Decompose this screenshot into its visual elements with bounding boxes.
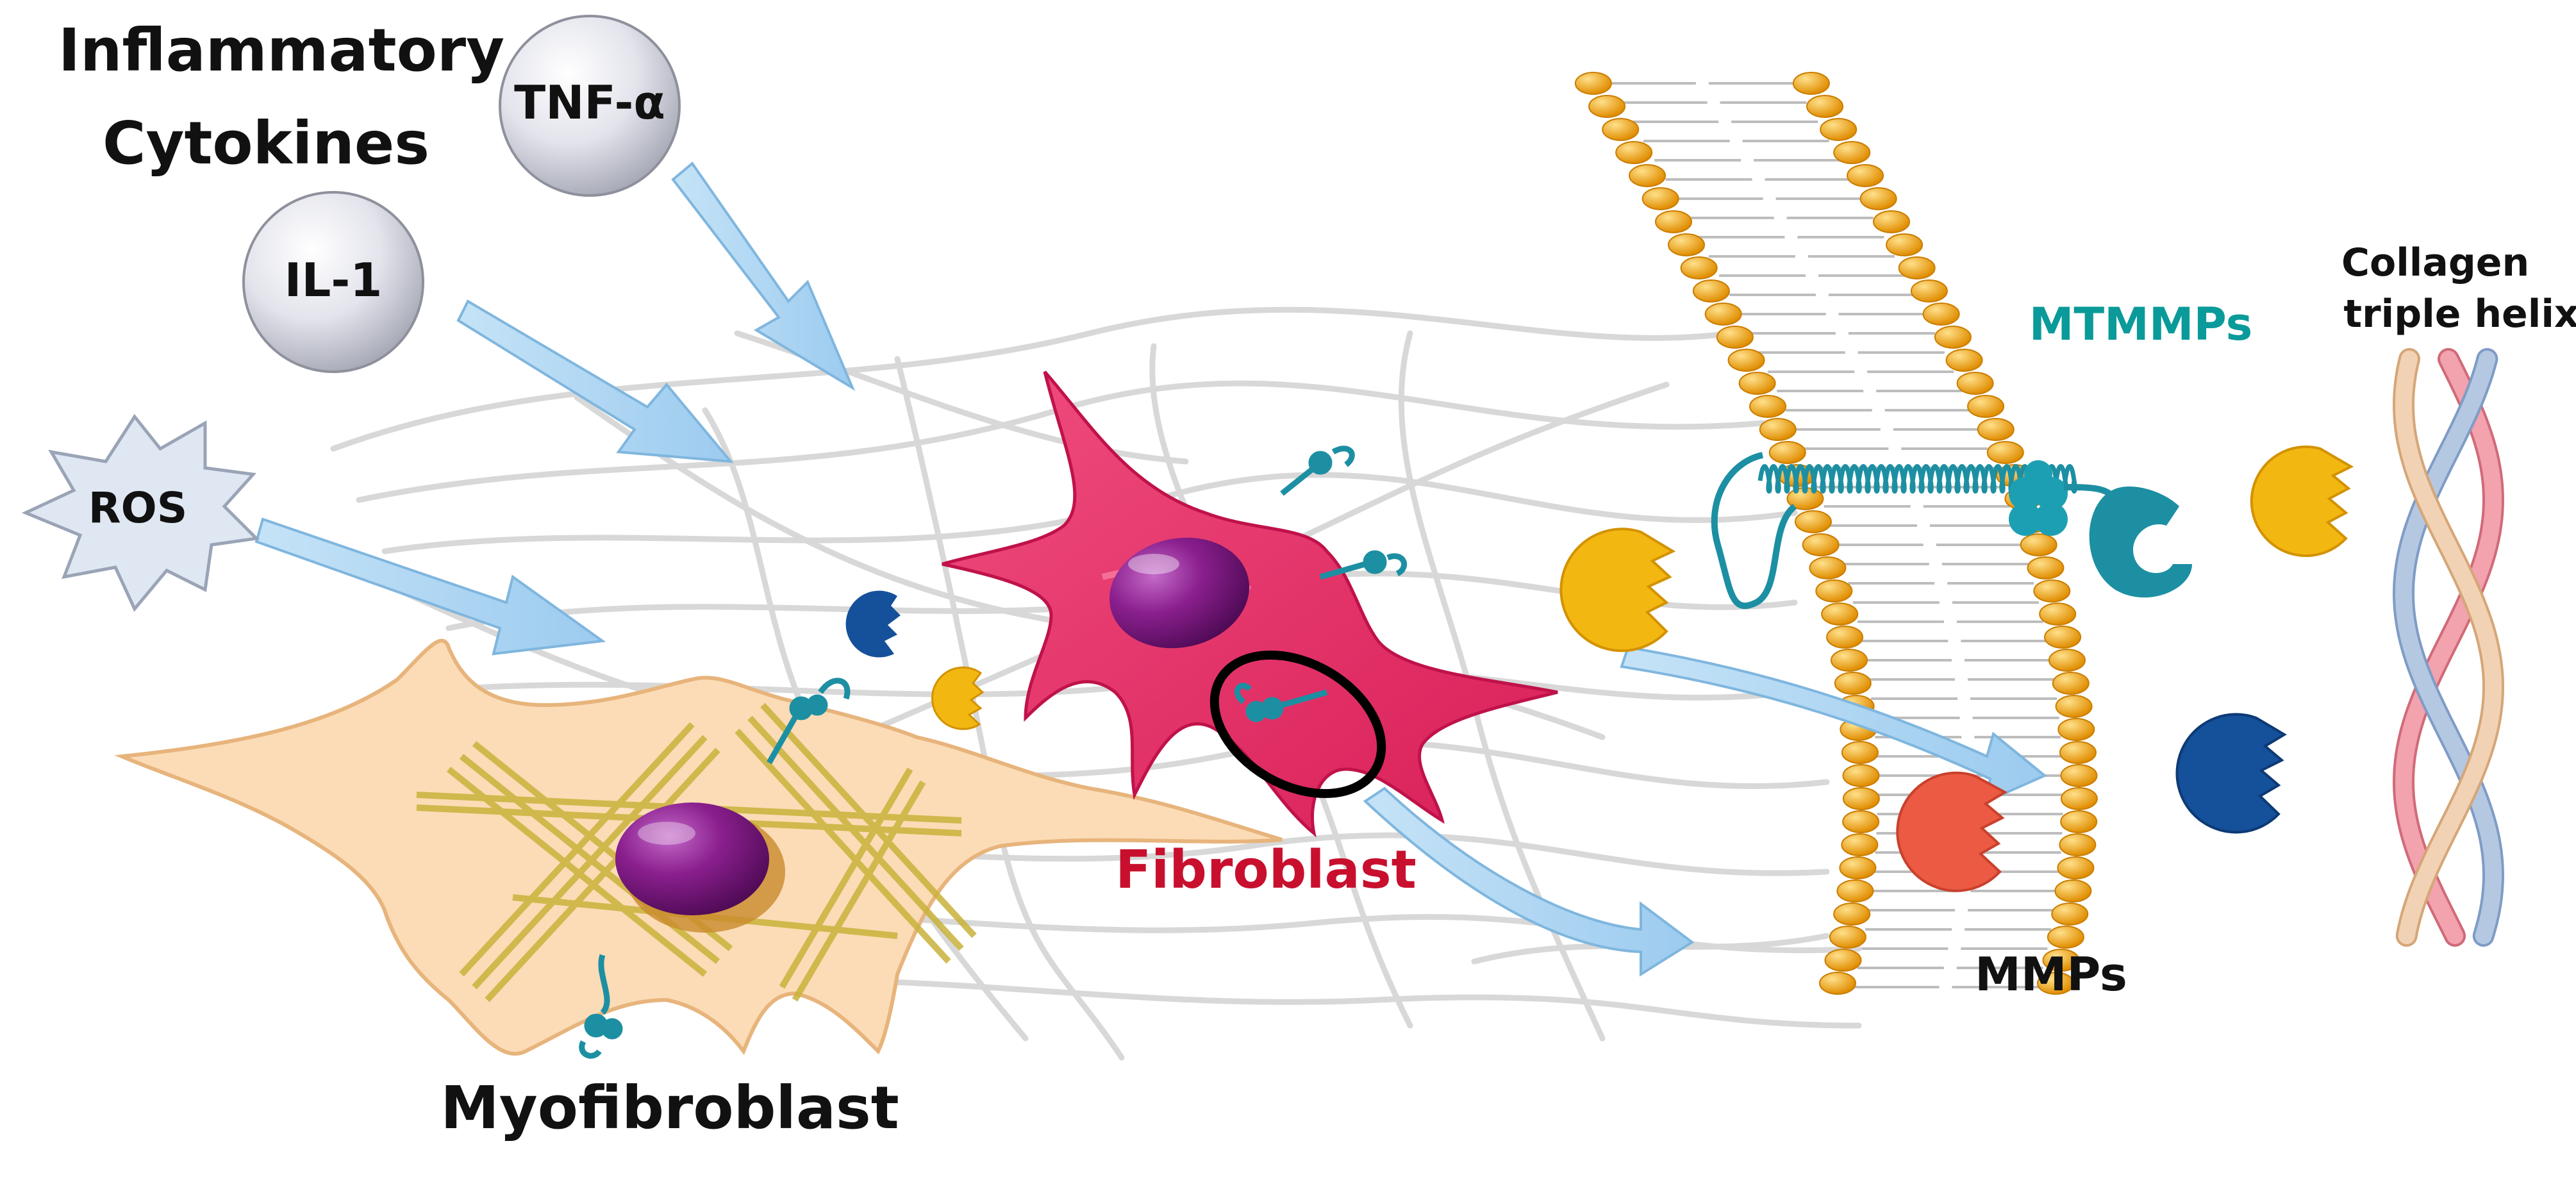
mtmmp-protein-icon (1711, 452, 2192, 610)
enzyme-blue-icon (2175, 713, 2287, 834)
highlight-ring (1209, 650, 1386, 799)
fibroblast-label: Fibroblast (1115, 840, 1417, 901)
il1-label: IL-1 (285, 253, 383, 307)
mtmmps-label: MTMMPs (2029, 298, 2252, 351)
fibroblast-receptor-icon (1319, 550, 1408, 580)
fibroblast-cell (942, 370, 1558, 838)
myofibroblast-receptor-icon (579, 954, 623, 1059)
collagen-triple-helix-icon (2392, 348, 2505, 947)
enzyme-yellow-small-icon (931, 666, 985, 730)
fibroblast-nucleus (1109, 537, 1250, 649)
tnf-alpha-label: TNF-α (514, 76, 665, 129)
fibroblast-receptor-icon (1280, 445, 1355, 496)
tnf-alpha-sphere: TNF-α (499, 15, 681, 197)
ros-label: ROS (88, 483, 187, 533)
secretion-arrows (1363, 645, 2047, 977)
cytokine-arrows (254, 162, 856, 656)
myofibroblast-label: Myofibroblast (440, 1074, 899, 1142)
inflammatory-cytokines-label: Inflammatory Cytokines (58, 16, 525, 178)
myofibroblast-cell (114, 638, 1283, 1059)
collagen-triple-helix-label: Collagen triple helix (2341, 240, 2576, 337)
ros-starburst: ROS (21, 413, 260, 612)
enzyme-blue-small-icon (845, 590, 901, 658)
myofibroblast-nucleus (615, 803, 769, 915)
il1-sphere: IL-1 (242, 191, 424, 373)
enzyme-red-icon (1896, 771, 2008, 892)
enzyme-yellow-large-icon (1559, 528, 1676, 653)
myofibroblast-receptor-icon (767, 678, 851, 765)
fibroblast-receptor-icon (1234, 683, 1328, 722)
mmps-label: MMPs (1975, 947, 2127, 1001)
enzyme-yellow-right-icon (2250, 445, 2354, 558)
